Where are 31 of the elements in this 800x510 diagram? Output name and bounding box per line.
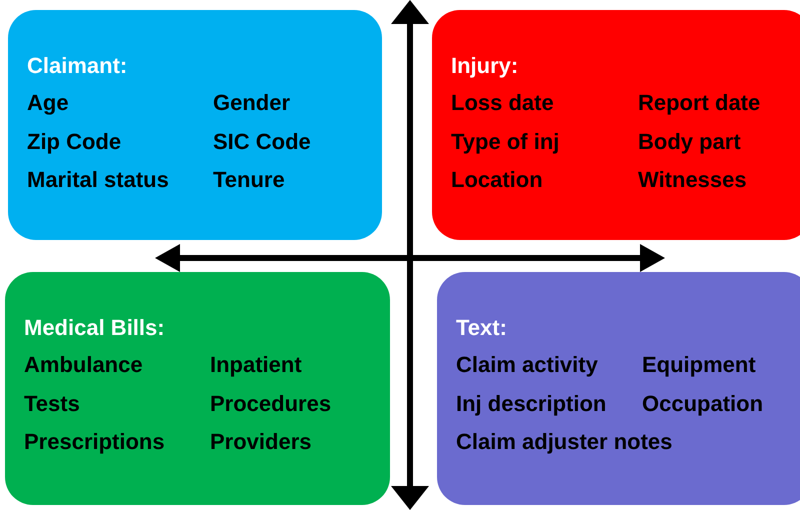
- field-name: Ambulance: [24, 354, 143, 376]
- field-name: Loss date: [451, 92, 554, 114]
- field-name: Marital status: [27, 169, 169, 191]
- box-heading: Medical Bills:: [24, 317, 165, 339]
- category-box: [432, 10, 800, 240]
- field-name: Providers: [210, 431, 312, 453]
- field-name: Prescriptions: [24, 431, 165, 453]
- category-box: [5, 272, 390, 505]
- field-name: Gender: [213, 92, 290, 114]
- field-name: Location: [451, 169, 543, 191]
- field-name: Zip Code: [27, 130, 122, 152]
- field-name: SIC Code: [213, 130, 311, 152]
- category-box: [437, 272, 800, 505]
- box-heading: Claimant:: [27, 55, 128, 77]
- field-name: Equipment: [642, 354, 756, 376]
- box-heading: Text:: [456, 317, 507, 339]
- field-name: Tenure: [213, 169, 285, 191]
- field-name: Claim activity: [456, 354, 598, 376]
- field-name: Procedures: [210, 392, 332, 414]
- field-name: Type of inj: [451, 130, 560, 152]
- field-name: Body part: [638, 130, 741, 152]
- field-name: Inpatient: [210, 354, 302, 376]
- field-name: Witnesses: [638, 169, 747, 191]
- field-name: Claim adjuster notes: [456, 431, 672, 453]
- category-box: [8, 10, 382, 240]
- field-name: Report date: [638, 92, 760, 114]
- field-name: Tests: [24, 392, 80, 414]
- field-name: Occupation: [642, 392, 764, 414]
- field-name: Inj description: [456, 392, 606, 414]
- field-name: Age: [27, 92, 69, 114]
- box-heading: Injury:: [451, 55, 518, 77]
